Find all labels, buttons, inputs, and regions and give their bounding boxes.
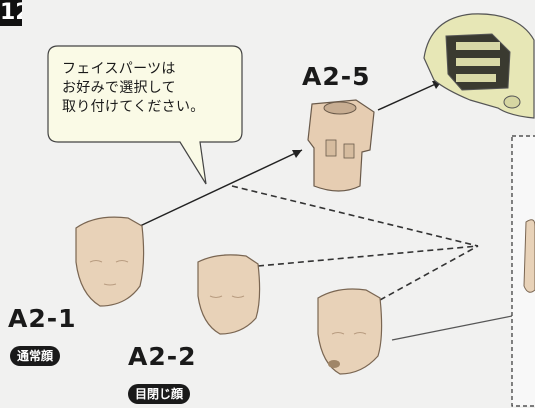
tag-normal-face: 通常顔 [10, 346, 61, 366]
arrow-a2-1-to-a2-5 [139, 149, 303, 227]
face-part-third [317, 288, 383, 375]
callout-text: フェイスパーツは お好みで選択して 取り付けてください。 [62, 61, 205, 115]
part-label-a2-5: A2-5 [302, 62, 371, 91]
part-label-a2-1: A2-1 [8, 304, 77, 333]
step-number-badge: 12 [0, 0, 22, 26]
callout-bubble [47, 45, 243, 185]
arrow-a2-5-to-helmet [377, 81, 442, 111]
tag-eyes-closed-face: 目閉じ顔 [128, 384, 191, 404]
inset-box [391, 135, 535, 407]
face-part-a2-2 [197, 254, 261, 335]
a2-5-part [307, 99, 375, 192]
face-part-a2-1 [75, 216, 145, 307]
helmet-part [423, 13, 535, 119]
dashed-guide-lines [231, 185, 479, 301]
part-label-a2-2: A2-2 [128, 342, 197, 371]
